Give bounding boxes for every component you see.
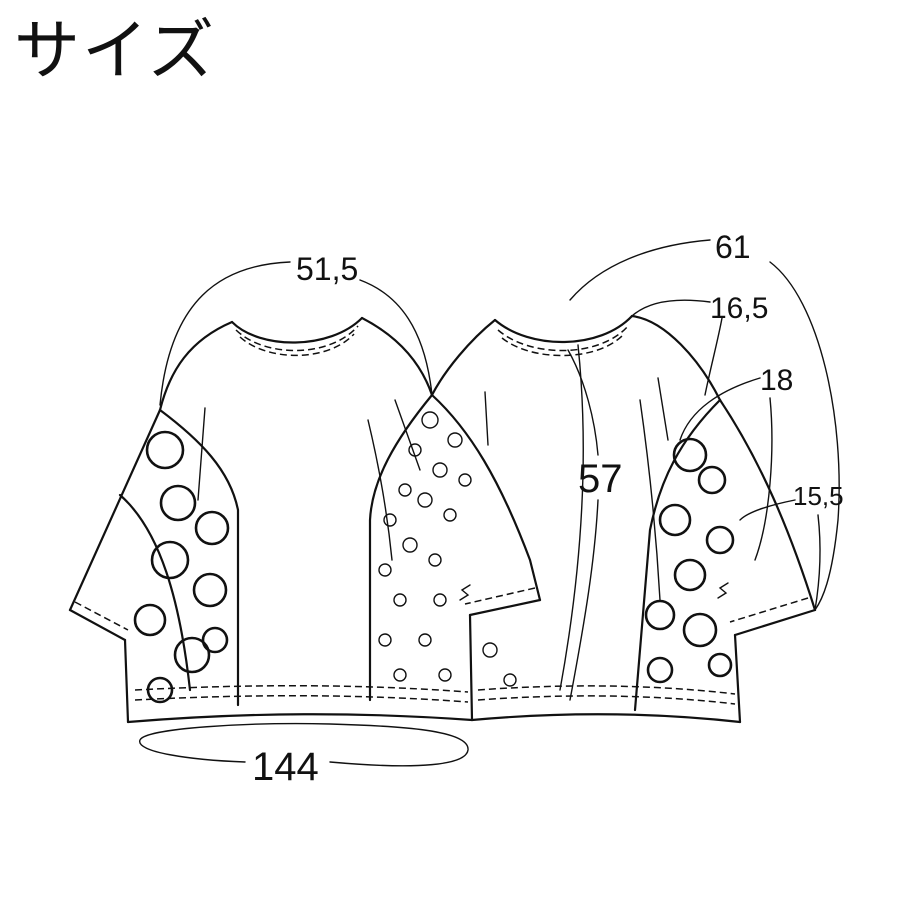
label-hem-circumference: 144 (252, 745, 319, 789)
measurement-lines (139, 239, 840, 767)
label-front-width: 51,5 (296, 251, 358, 287)
label-back-total: 61 (715, 229, 751, 265)
page-title: サイズ (14, 12, 217, 89)
label-shoulder: 16,5 (710, 292, 768, 325)
back-view (430, 314, 817, 724)
label-length: 57 (578, 457, 623, 501)
label-sleeve-opening: 15,5 (793, 481, 844, 511)
front-view (68, 316, 542, 724)
label-sleeve-upper: 18 (760, 364, 793, 397)
